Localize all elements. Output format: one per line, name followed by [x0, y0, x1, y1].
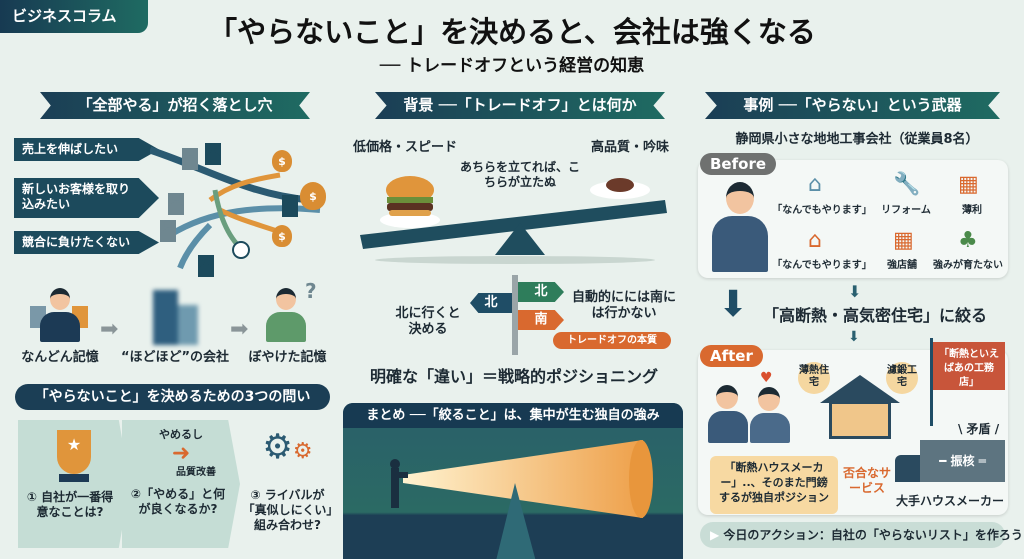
heart-icon: ♥: [760, 370, 773, 386]
low-price-label: 低価格・スピード: [352, 140, 457, 155]
sign-north-left: 北: [470, 293, 512, 313]
question-card-2: やめるし ➜ 品質改善 ②「やめる」と何が良くなるか?: [122, 420, 240, 548]
gears-icon: ⚙⚙: [262, 427, 313, 467]
before-badge: Before: [700, 153, 777, 175]
seesaw-icon: [360, 176, 667, 264]
sign-south: 南: [518, 310, 564, 330]
company-description: 静岡県小さな地地工事会社（従業員8名）: [735, 132, 979, 147]
sign-north-right: 北: [518, 282, 564, 302]
tradeoff-proverb: あちらを立てれば、こちらが立たぬ: [460, 160, 581, 189]
flag-text: 「断熱といえばあの工務店」: [933, 342, 1005, 390]
down-arrow-icon: ⬇: [848, 282, 862, 301]
before-item-1: 「なんでもやります」: [772, 205, 872, 216]
arrow-right-icon: ➡: [230, 317, 249, 342]
blurred-building-icon: [148, 290, 203, 345]
wrench-icon: 🔧: [893, 172, 921, 197]
right-section-header: 事例 ──「やらない」という武器: [705, 92, 1000, 119]
goal-arrow-1: 売上を伸ばしたい: [14, 138, 159, 161]
money-bag-icon: $: [272, 150, 292, 172]
essence-badge: トレードオフの本質: [553, 332, 671, 349]
action-text: 今日のアクション：自社の「やらないリスト」を作ろう: [723, 528, 1023, 542]
flow-label-1: なんどん記憶: [21, 350, 99, 365]
speech-bubble: 「断熱ハウスメーカー」..、そのまた門鎊するが独自ポジション: [710, 456, 838, 514]
play-icon: ▶: [710, 528, 720, 542]
money-bag-icon: $: [272, 225, 292, 247]
insulated-house-icon: [815, 375, 905, 440]
down-arrow-icon: ⬇: [718, 284, 749, 325]
clock-icon: [232, 241, 250, 259]
person-icon: [160, 220, 176, 242]
question-mark: ?: [305, 279, 317, 303]
person-icon: [282, 195, 298, 217]
center-section-header: 背景 ──「トレードオフ」とは何か: [375, 92, 665, 119]
happy-couple-icon: [708, 385, 798, 445]
not-south-text: 自動的にには南には行かない: [571, 290, 676, 321]
flow-label-3: ぼやけた記憶: [248, 350, 327, 365]
positioning-conclusion: 明確な「違い」＝戦略的ポジショニング: [369, 367, 658, 386]
signpost-pole: [512, 275, 518, 355]
left-section-header: 「全部やる」が招く落とし穴: [40, 92, 310, 119]
before-item-2: リフォーム: [881, 205, 931, 216]
questions-header: 「やらないこと」を決めるための3つの問い: [15, 384, 330, 410]
before-item-3: 薄利: [962, 205, 982, 216]
split-arrow-icon: ➜: [171, 441, 191, 466]
contradiction-label: \ 矛盾 /: [958, 422, 1000, 436]
person-icon: [205, 143, 221, 165]
go-north-text: 北に行くと決める: [395, 306, 461, 337]
before-item-6: 強みが育たない: [933, 260, 1003, 271]
arrow-right-icon: ➡: [100, 317, 119, 342]
businessman-icon: [30, 288, 90, 343]
house-icon: ⌂: [808, 228, 822, 253]
down-arrow-icon: ⬇: [848, 329, 860, 345]
question-3-text: ③ ライバルが「真似しにくい」組み合わせ?: [242, 488, 333, 532]
trees-icon: ♣: [958, 228, 978, 253]
flow-label-2: “ほどほど”の会社: [120, 350, 230, 365]
truck-cargo: ━ 振核 ═: [920, 440, 1005, 482]
column-tag: ビジネスコラム: [0, 0, 148, 33]
house-tag-1: 薄熱住宅: [798, 362, 830, 394]
person-icon: [182, 148, 198, 170]
question-card-3: ⚙⚙ ③ ライバルが「真似しにくい」組み合わせ?: [240, 425, 335, 553]
goal-arrow-3: 競合に負けたくない: [14, 231, 159, 254]
before-item-4: 「なんでもやります」: [772, 260, 872, 271]
shop-icon: ▦: [958, 172, 979, 197]
before-item-5: 強店舗: [887, 260, 917, 271]
competitor-label: 大手ハウスメーカー: [895, 494, 1004, 508]
flag-pole: [930, 338, 933, 426]
house-icon: ⌂: [808, 172, 822, 197]
summary-header: まとめ ──「絞ること」は、集中が生む独自の強み: [343, 403, 683, 428]
worried-businessman-icon: [712, 182, 768, 272]
trophy-icon: ★: [57, 430, 91, 474]
question-1-text: ① 自社が一番得意なことは?: [26, 490, 114, 519]
quality-label: 品質改善: [176, 467, 216, 478]
house-tag-2: 濾鍛工宅: [886, 362, 918, 394]
goal-arrow-2: 新しいお客様を取り込みたい: [14, 178, 159, 218]
spotlight-illustration: [390, 440, 653, 559]
stop-label: やめるし: [159, 428, 203, 441]
page-title: 「やらないこと」を決めると、会社は強くなる: [208, 15, 816, 49]
money-bag-icon: $: [300, 182, 326, 210]
question-card-1: ★ ① 自社が一番得意なことは?: [18, 420, 130, 548]
question-2-text: ②「やめる」と何が良くなるか?: [130, 487, 226, 516]
person-icon: [198, 255, 214, 277]
mismatch-label: 否合なサービス: [842, 466, 891, 495]
confused-person-icon: [262, 288, 312, 343]
truck-cab-icon: [895, 455, 920, 482]
after-badge: After: [700, 345, 763, 367]
focus-statement: 「高断熱・高気密住宅」に絞る: [762, 306, 987, 325]
summary-panel: まとめ ──「絞ること」は、集中が生む独自の強み: [343, 403, 683, 559]
shop-icon: ▦: [893, 228, 914, 253]
page-subtitle: ── トレードオフという経営の知恵: [379, 56, 645, 76]
high-quality-label: 高品質・吟味: [590, 140, 669, 155]
action-bar: ▶ 今日のアクション：自社の「やらないリスト」を作ろう: [700, 522, 1023, 548]
person-icon: [168, 193, 184, 215]
